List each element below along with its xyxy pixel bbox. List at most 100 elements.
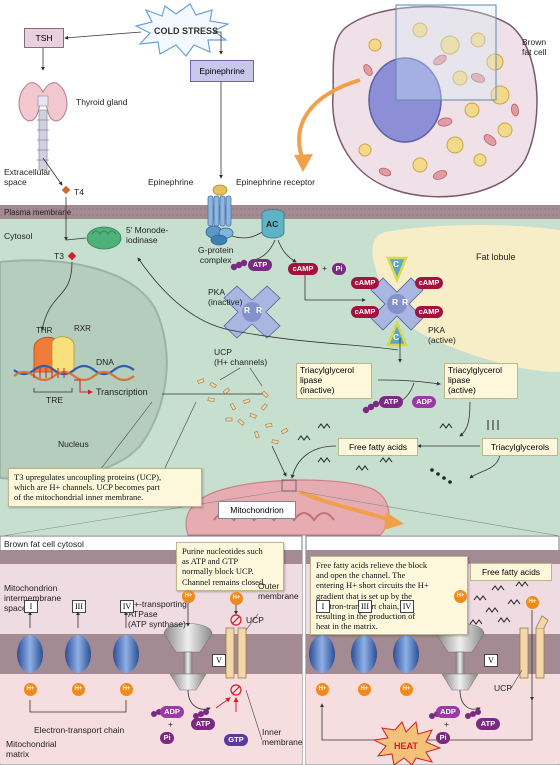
camp-pill-3: cAMP: [351, 306, 379, 318]
complex-v-label-right: V: [484, 654, 498, 667]
epinephrine-box-label: Epinephrine: [199, 66, 245, 76]
ucp-channels-label: UCP (H+ channels): [214, 347, 268, 367]
t3-diamond: [67, 251, 77, 261]
thr-label: THR: [36, 326, 53, 335]
nucleus-label: Nucleus: [58, 439, 89, 449]
dna-label: DNA: [96, 357, 114, 367]
g-protein-label: G-protein complex: [198, 245, 234, 265]
camp-pill-1: cAMP: [351, 277, 379, 289]
plasma-membrane-label: Plasma membrane: [4, 208, 72, 217]
brown-fat-cell: [332, 4, 538, 198]
t3-label: T3: [54, 251, 64, 261]
matrix-label: Mitochondrial matrix: [6, 739, 57, 759]
pka-active-r-left: R: [392, 297, 399, 307]
pka-c-top: C: [393, 259, 400, 269]
ucp-proteins: [197, 378, 289, 445]
adp-pill-lipase: ADP: [412, 396, 436, 408]
atp-pill-lipase: ATP: [379, 396, 403, 408]
t3-note: T3 upregulates uncoupling proteins (UCP)…: [8, 468, 202, 507]
cold-stress-burst: [134, 3, 230, 57]
pka-active-r-right: R: [402, 297, 409, 307]
h-badge-r4: H+: [454, 590, 467, 603]
heat-label: HEAT: [394, 741, 418, 751]
etc-label: Electron-transport chain: [34, 725, 125, 735]
ac-label: AC: [266, 219, 279, 229]
purine-note: Purine nucleotides such as ATP and GTP n…: [176, 542, 284, 591]
thyroid-gland: [18, 82, 68, 171]
tg-lipase-active-box: Triacylglycerol lipase (active): [444, 363, 518, 399]
fat-lobule: [372, 225, 560, 372]
h-badge-1: H+: [24, 683, 37, 696]
h-badge-r2: H+: [358, 683, 371, 696]
epinephrine-receptor-label: Epinephrine receptor: [236, 177, 315, 187]
camp-pill-top: cAMP: [288, 263, 318, 275]
inner-membrane-left: [0, 634, 302, 674]
pi-pill-right: Pi: [436, 732, 450, 744]
transcription-label: Transcription: [96, 387, 148, 397]
atp-synthase-left: [163, 623, 213, 691]
etc-complex-i-left: [17, 635, 43, 673]
camp-pill-4: cAMP: [415, 306, 443, 318]
t4-diamond: [61, 185, 71, 195]
zoom-box: [281, 479, 297, 492]
t4-label: T4: [74, 187, 84, 197]
inner-membrane-label: Inner membrane: [262, 727, 303, 747]
epinephrine-box: Epinephrine: [190, 60, 254, 82]
tsh-box: TSH: [24, 28, 64, 48]
etc-complex-i-right: [309, 635, 335, 673]
h-badge-5: H+: [230, 592, 243, 605]
thyroid-gland-label: Thyroid gland: [76, 97, 128, 107]
etc-complex-iv-left: [113, 635, 139, 673]
thr-rxr-complex: [33, 336, 75, 373]
tg-lipase-active-label: Triacylglycerol lipase (active): [448, 365, 503, 395]
extracellular-space-label: Extracellular space: [4, 167, 51, 187]
pka-inactive: [223, 285, 281, 339]
atp-molecule-top: [230, 259, 248, 271]
pka-c-bottom: C: [393, 332, 400, 342]
atp-pill-right: ATP: [476, 718, 500, 730]
mitochondrion-box: Mitochondrion: [218, 501, 296, 519]
adp-pill-right: ADP: [436, 706, 460, 718]
cytosol-bottom-label: Brown fat cell cytosol: [4, 539, 84, 549]
h-badge-3: H+: [120, 683, 133, 696]
h-badge-r1: H+: [316, 683, 329, 696]
cold-stress-label: COLD STRESS: [154, 26, 219, 36]
tre-label: TRE: [46, 395, 63, 405]
brown-fat-cell-label: Brown fat cell: [522, 37, 547, 57]
etc-complex-iii-right: [351, 635, 377, 673]
atp-beads-right: [465, 709, 481, 719]
plus-left: +: [168, 719, 173, 729]
heat-burst: [372, 720, 442, 765]
complex-iii-label-right: III: [358, 600, 372, 613]
tg-lipase-inactive-box: Triacylglycerol lipase (inactive): [296, 363, 372, 399]
complex-v-label-left: V: [212, 654, 226, 667]
pka-inactive-label: PKA (inactive): [208, 287, 243, 307]
triacylglycerols-label: Triacylglycerols: [490, 442, 550, 452]
adp-pill-left: ADP: [160, 706, 184, 718]
intermembrane-label: Mitochondrion intermembrane space: [4, 583, 62, 613]
atp-pill-left: ATP: [191, 718, 215, 730]
ucp-label-right: UCP: [494, 683, 512, 693]
free-fatty-acids-label: Free fatty acids: [348, 442, 408, 452]
pka-r-left: R: [244, 305, 251, 315]
cytosol-label: Cytosol: [4, 231, 33, 241]
fat-lobule-label: Fat lobule: [476, 252, 516, 262]
complex-iii-label-left: III: [72, 600, 86, 613]
complex-iv-label-right: IV: [400, 600, 414, 613]
dna-strand: [13, 364, 135, 382]
ucp-open-channel: [519, 615, 549, 679]
h-badge-r5: H+: [526, 596, 539, 609]
inner-membrane-right: [306, 634, 560, 674]
atp-pill-top: ATP: [248, 259, 272, 271]
pi-pill-left: Pi: [160, 732, 174, 744]
pka-active: [370, 256, 424, 347]
pka-r-right: R: [256, 305, 263, 315]
deiodinase-enzyme: [86, 226, 122, 250]
ucp-closed-channel: [225, 614, 247, 696]
gtp-pill: GTP: [224, 734, 248, 746]
fatty-acids-note: Free fatty acids relieve the block and o…: [310, 556, 468, 636]
complex-iv-label-left: IV: [120, 600, 134, 613]
cell-zoom-region: [395, 4, 497, 101]
complex-i-label-right: I: [316, 600, 330, 613]
